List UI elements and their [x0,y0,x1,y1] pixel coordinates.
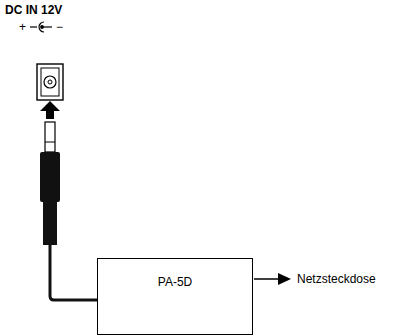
outlet-arrow [254,273,291,285]
cable [50,245,98,300]
insert-arrow [40,101,60,119]
adaptor-name: PA-5D [158,275,192,289]
polarity-symbol [30,22,52,32]
dc-plug [40,122,60,245]
polarity-plus: + [19,20,26,34]
outlet-label: Netzsteckdose [297,272,376,286]
dc-jack [37,64,63,100]
jack-label: DC IN 12V [5,3,62,17]
polarity-minus: − [56,20,63,34]
adaptor-box: PA-5D [97,258,253,335]
